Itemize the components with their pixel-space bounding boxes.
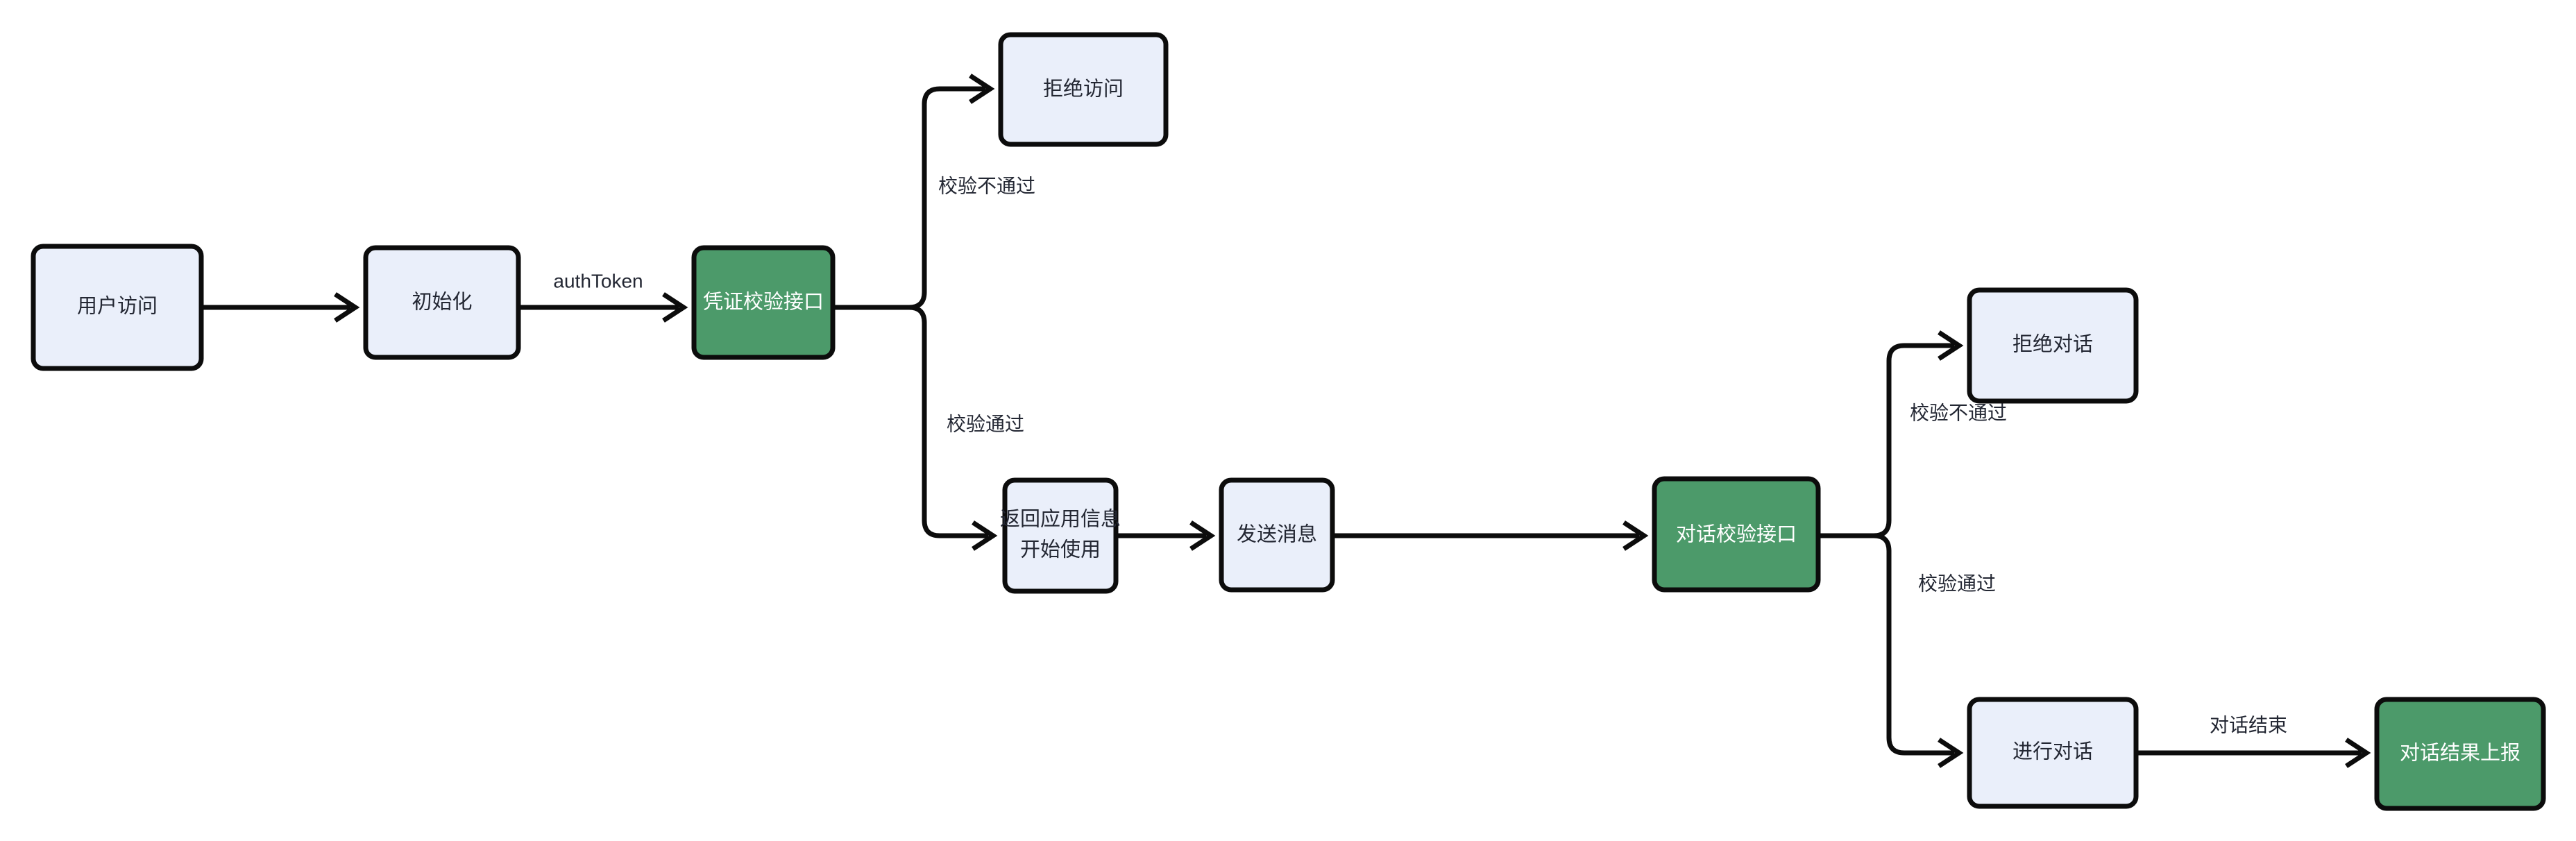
node-credential-verify-label: 凭证校验接口 bbox=[703, 291, 824, 314]
node-user-access[interactable]: 用户访问 bbox=[31, 244, 204, 371]
arrowhead-icon bbox=[2345, 738, 2371, 768]
node-user-access-box[interactable] bbox=[31, 244, 204, 371]
edge-return-app-info-to-send-message bbox=[1116, 520, 1216, 551]
node-send-message-label: 发送消息 bbox=[1237, 523, 1317, 546]
edge-label-verify-failed-1: 校验不通过 bbox=[938, 175, 1035, 196]
arrowhead-icon bbox=[969, 74, 995, 104]
node-dialog-verify-box[interactable] bbox=[1652, 476, 1821, 593]
node-initialize[interactable]: 初始化 bbox=[363, 245, 521, 360]
edge-line bbox=[908, 305, 988, 538]
node-return-app-info-label-line2: 开始使用 bbox=[1020, 538, 1101, 561]
edge-conduct-dialog-to-report-result: 对话结束 bbox=[2136, 714, 2371, 768]
edge-initialize-to-credential-verify: authToken bbox=[518, 270, 688, 323]
arrowhead-icon bbox=[1938, 330, 1964, 361]
node-credential-verify[interactable]: 凭证校验接口 bbox=[691, 245, 836, 360]
edge-send-message-to-dialog-verify bbox=[1332, 520, 1649, 551]
edge-credential-verify-to-deny-access: 校验不通过 bbox=[908, 74, 1035, 310]
arrowhead-icon bbox=[1189, 520, 1216, 551]
edge-dialog-verify-to-conduct-dialog: 校验通过 bbox=[1873, 533, 1996, 768]
node-initialize-label: 初始化 bbox=[412, 291, 472, 314]
edge-dialog-verify-to-reject-dialog: 校验不通过 bbox=[1873, 330, 2007, 538]
node-conduct-dialog-label: 进行对话 bbox=[2012, 740, 2093, 763]
node-deny-access-label: 拒绝访问 bbox=[1043, 78, 1124, 101]
node-credential-verify-box[interactable] bbox=[691, 245, 836, 360]
edge-label-dialog-finished: 对话结束 bbox=[2210, 714, 2287, 736]
node-send-message-box[interactable] bbox=[1219, 477, 1335, 593]
edge-credential-verify-to-return-app-info: 校验通过 bbox=[908, 305, 1024, 551]
node-return-app-info[interactable]: 返回应用信息 开始使用 bbox=[1000, 477, 1121, 594]
node-dialog-verify[interactable]: 对话校验接口 bbox=[1652, 476, 1821, 593]
arrowhead-icon bbox=[1622, 520, 1649, 551]
node-conduct-dialog[interactable]: 进行对话 bbox=[1967, 697, 2139, 809]
node-reject-dialog-label: 拒绝对话 bbox=[2012, 333, 2093, 356]
node-dialog-verify-label: 对话校验接口 bbox=[1676, 523, 1797, 546]
edge-line bbox=[1873, 533, 1954, 756]
node-report-result-label: 对话结果上报 bbox=[2400, 742, 2520, 765]
node-user-access-label: 用户访问 bbox=[77, 295, 158, 318]
edge-label-verify-passed-1: 校验通过 bbox=[947, 413, 1024, 434]
node-return-app-info-label-line1: 返回应用信息 bbox=[1000, 508, 1121, 531]
edge-label-verify-passed-2: 校验通过 bbox=[1918, 572, 1996, 594]
node-reject-dialog[interactable]: 拒绝对话 bbox=[1967, 287, 2139, 404]
arrowhead-icon bbox=[334, 292, 360, 323]
edge-label-auth-token: authToken bbox=[553, 270, 643, 291]
node-reject-dialog-box[interactable] bbox=[1967, 287, 2139, 404]
arrowhead-icon bbox=[662, 292, 688, 323]
edge-line bbox=[908, 86, 985, 310]
node-conduct-dialog-box[interactable] bbox=[1967, 697, 2139, 809]
edge-line bbox=[1873, 343, 1954, 538]
node-send-message[interactable]: 发送消息 bbox=[1219, 477, 1335, 593]
node-return-app-info-box[interactable] bbox=[1002, 477, 1119, 594]
node-report-result[interactable]: 对话结果上报 bbox=[2374, 697, 2546, 811]
node-report-result-box[interactable] bbox=[2374, 697, 2546, 811]
node-initialize-box[interactable] bbox=[363, 245, 521, 360]
node-deny-access-box[interactable] bbox=[998, 32, 1169, 147]
arrowhead-icon bbox=[972, 520, 998, 551]
edge-user-access-to-initialize bbox=[201, 292, 360, 323]
arrowhead-icon bbox=[1938, 738, 1964, 768]
node-deny-access[interactable]: 拒绝访问 bbox=[998, 32, 1169, 147]
edge-label-verify-failed-2: 校验不通过 bbox=[1910, 402, 2007, 423]
